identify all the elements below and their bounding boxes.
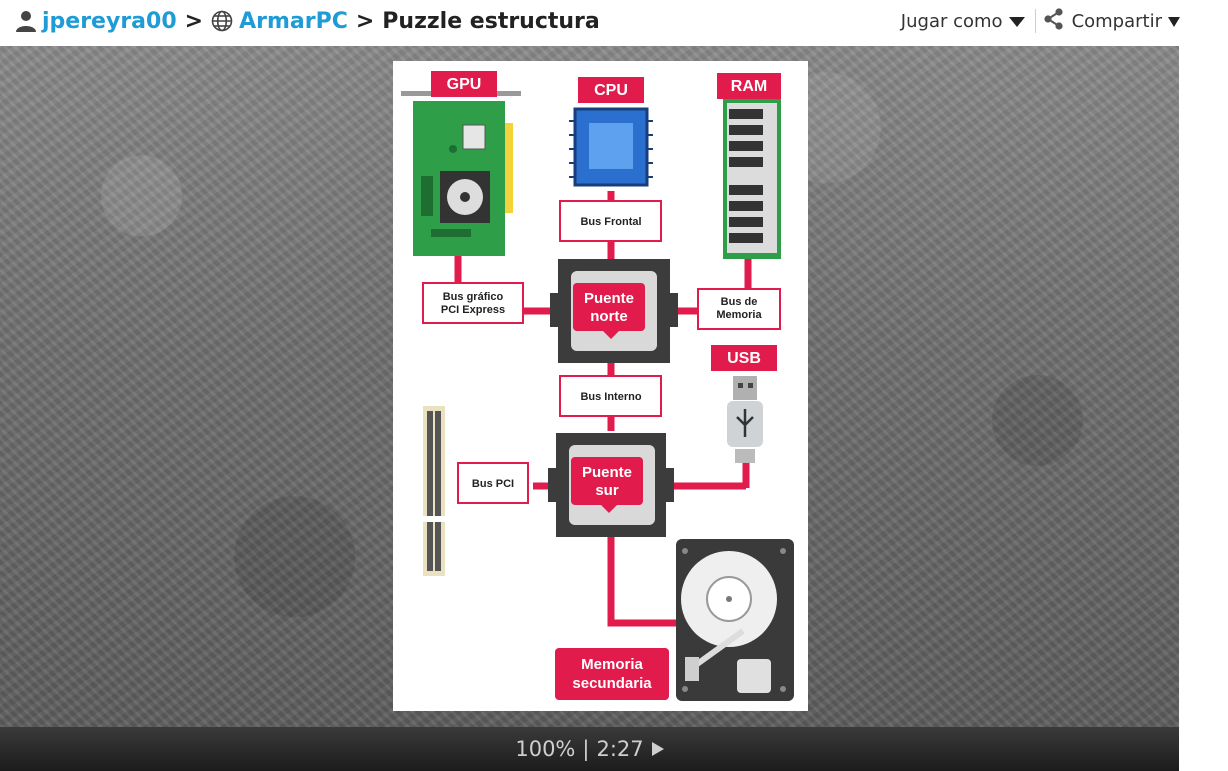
- top-bar: jpereyra00 > ArmarPC > Puzzle estructura…: [0, 0, 1228, 44]
- usb-connector: [727, 376, 763, 463]
- hard-drive: [676, 539, 794, 701]
- puzzle-stage[interactable]: GPU CPU: [0, 46, 1179, 727]
- play-icon[interactable]: [651, 737, 664, 761]
- southbridge-chip: [548, 433, 674, 537]
- memoria-secundaria-label-1: Memoria: [581, 656, 643, 673]
- header-divider: [1034, 9, 1036, 33]
- bus-pci-label: Bus PCI: [472, 478, 514, 490]
- ram-module: [723, 99, 781, 259]
- bus-frontal-label: Bus Frontal: [580, 216, 641, 228]
- memoria-secundaria-label-2: secundaria: [572, 675, 652, 692]
- play-as-button[interactable]: Jugar como: [901, 11, 1025, 32]
- usb-label: USB: [727, 350, 761, 367]
- play-as-label: Jugar como: [900, 10, 1003, 32]
- breadcrumb-separator: >: [355, 8, 375, 34]
- pc-architecture-diagram: GPU CPU: [401, 71, 794, 701]
- status-separator: |: [582, 737, 590, 761]
- cpu-chip: [569, 107, 653, 187]
- timer: 2:27: [596, 737, 644, 761]
- bus-memoria-label-1: Bus de: [721, 296, 758, 308]
- pci-slots: [423, 406, 445, 576]
- puente-sur-label-2: sur: [595, 482, 619, 499]
- page-title: Puzzle estructura: [382, 8, 600, 34]
- chevron-down-icon: [1008, 11, 1025, 32]
- bus-memoria-label-2: Memoria: [716, 309, 762, 321]
- ram-label: RAM: [731, 78, 767, 95]
- cpu-label: CPU: [594, 82, 628, 99]
- chevron-down-icon: [1168, 11, 1180, 32]
- share-icon: [1043, 7, 1064, 35]
- northbridge-chip: [550, 259, 678, 363]
- puzzle-image[interactable]: GPU CPU: [393, 61, 808, 711]
- zoom-level[interactable]: 100%: [515, 737, 576, 761]
- bus-grafico-label-1: Bus gráfico: [443, 291, 504, 303]
- puente-norte-label-2: norte: [590, 308, 628, 325]
- gpu-card: [401, 91, 521, 256]
- share-button[interactable]: Compartir: [1043, 7, 1180, 35]
- breadcrumb: jpereyra00 > ArmarPC > Puzzle estructura: [16, 6, 600, 36]
- breadcrumb-user-link[interactable]: jpereyra00: [42, 8, 177, 34]
- globe-icon: [211, 10, 233, 32]
- puente-norte-label-1: Puente: [584, 290, 634, 307]
- puente-sur-label-1: Puente: [582, 464, 632, 481]
- share-label: Compartir: [1071, 10, 1162, 32]
- breadcrumb-collection-link[interactable]: ArmarPC: [239, 8, 348, 34]
- bus-grafico-label-2: PCI Express: [441, 304, 505, 316]
- breadcrumb-separator: >: [184, 8, 204, 34]
- status-bar: 100% | 2:27: [0, 727, 1179, 771]
- gpu-label: GPU: [447, 76, 482, 93]
- header-actions: Jugar como Compartir: [901, 7, 1180, 35]
- status-text: 100% | 2:27: [0, 727, 1179, 771]
- bus-interno-label: Bus Interno: [580, 391, 641, 403]
- user-icon: [16, 10, 36, 32]
